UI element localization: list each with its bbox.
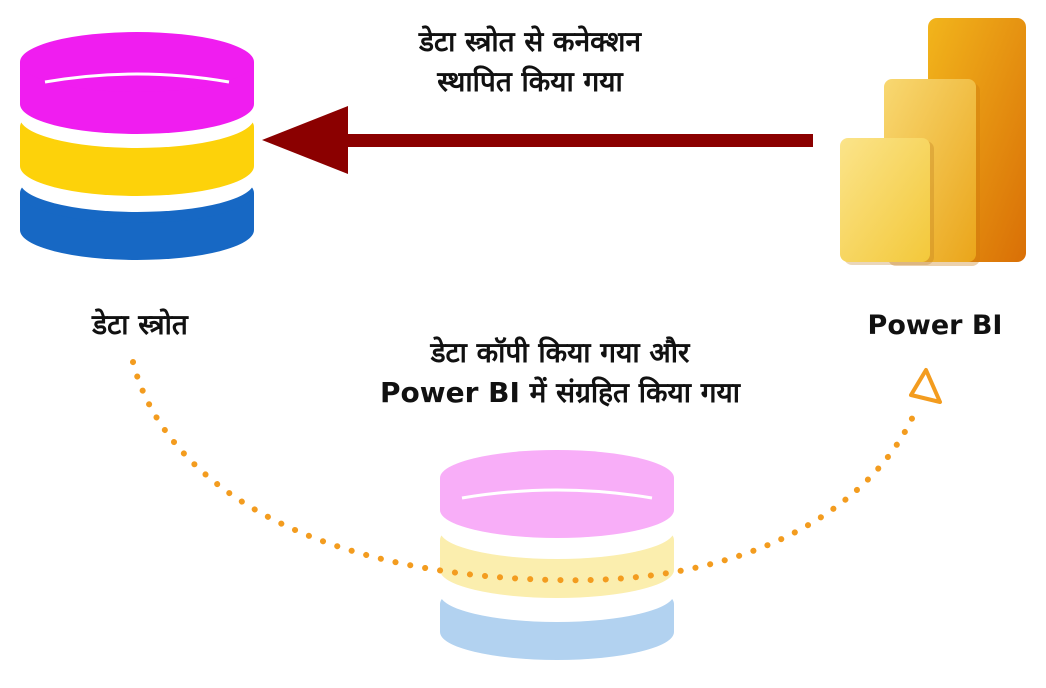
connection-label: डेटा स्त्रोत से कनेक्शन स्थापित किया गया	[330, 22, 730, 102]
power-bi-label: Power BI	[867, 310, 1003, 341]
copy-label-line-2: Power BI में संग्रहित किया गया	[380, 376, 740, 409]
import-dotted-arrow-icon	[130, 359, 942, 584]
database-icon	[20, 32, 254, 260]
connection-label-line-1: डेटा स्त्रोत से कनेक्शन	[418, 25, 642, 58]
copy-label-line-1: डेटा कॉपी किया गया और	[430, 336, 690, 369]
data-source-label: डेटा स्त्रोत	[92, 308, 188, 341]
copy-stored-label: डेटा कॉपी किया गया और Power BI में संग्र…	[300, 333, 820, 413]
database-copy-icon	[440, 450, 674, 660]
connection-label-line-2: स्थापित किया गया	[437, 65, 623, 98]
connection-arrow-icon	[262, 106, 813, 174]
power-bi-logo-icon	[840, 18, 1026, 266]
